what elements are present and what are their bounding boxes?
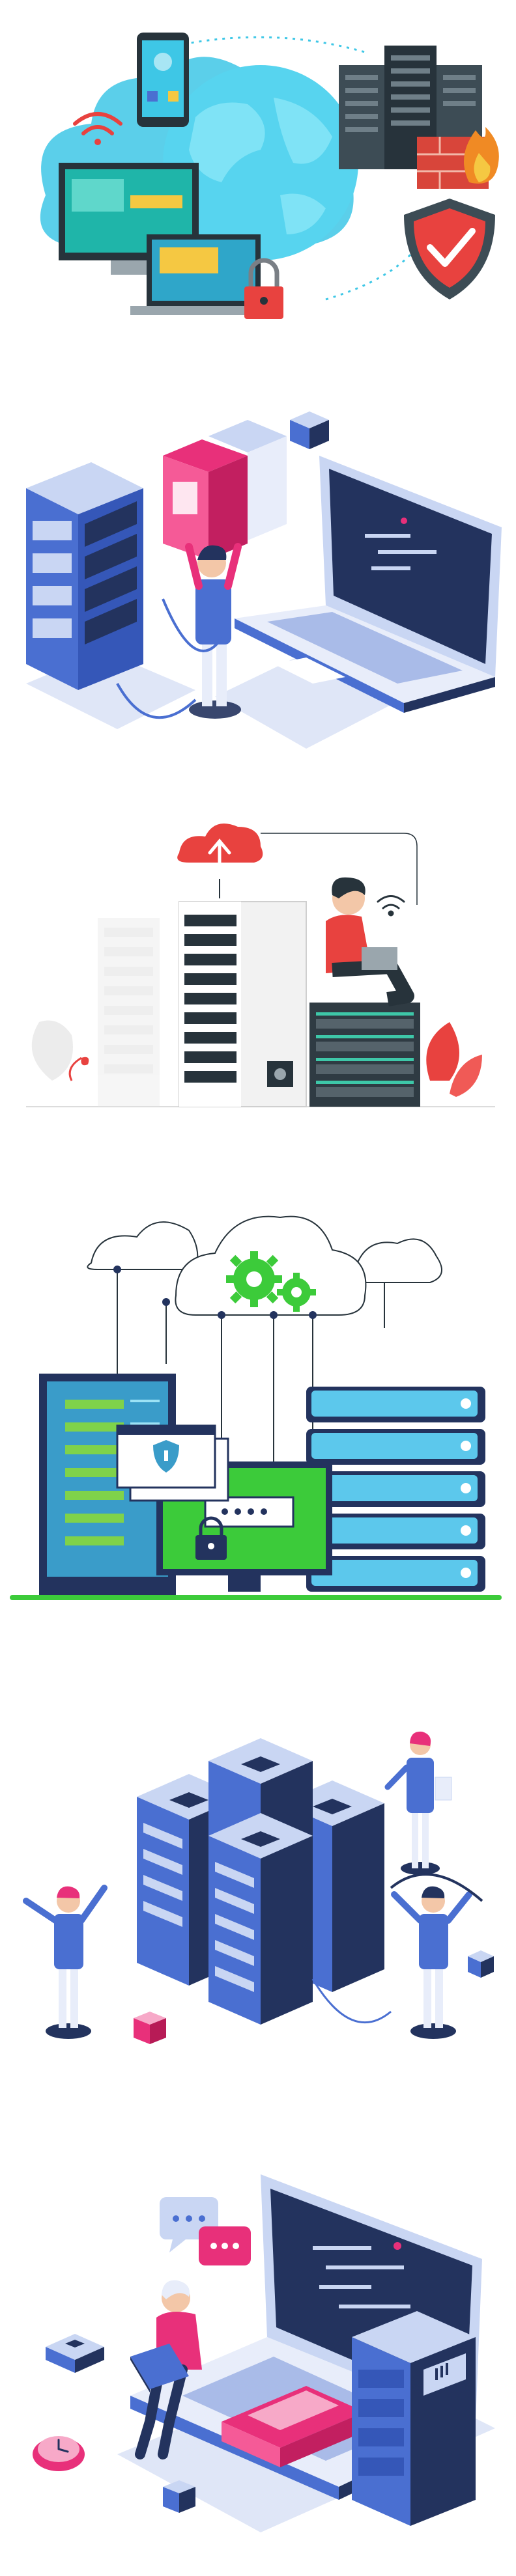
- connection-line: [325, 247, 418, 301]
- person-icon: [384, 1731, 452, 1875]
- person-with-laptop-icon: [326, 877, 414, 1006]
- person-icon: [390, 1873, 483, 2039]
- server-rack-icon: [309, 1003, 420, 1107]
- server-cluster-scene: [23, 1731, 494, 2044]
- padlock-icon: [195, 1516, 227, 1560]
- server-cabinet-icon: [26, 462, 143, 690]
- laptop-icon: [130, 234, 277, 315]
- plant-icon: [31, 1020, 89, 1081]
- firewall-icon: [417, 127, 499, 189]
- data-transfer-scene: [26, 411, 502, 749]
- clock-icon: [33, 2436, 85, 2471]
- cube-icon: [46, 2334, 104, 2373]
- smartphone-icon: [137, 33, 189, 127]
- padlock-icon: [244, 258, 283, 319]
- illustration-network-security: [0, 0, 516, 339]
- illustration-cloud-upload: [0, 807, 516, 1120]
- shield-window-icon: [116, 1424, 229, 1502]
- gear-icon: [226, 1251, 316, 1312]
- book-stack-icon: [222, 2386, 365, 2467]
- book-stack-icon: [163, 420, 287, 560]
- network-security-scene: [40, 33, 499, 319]
- laptop-icon: [235, 456, 502, 713]
- person-with-laptop-icon: [130, 2280, 202, 2459]
- person-icon: [185, 543, 242, 719]
- server-cabinet-icon: [352, 2311, 476, 2526]
- server-stack-icon: [306, 1387, 485, 1592]
- illustration-cloud-computing: [0, 1191, 516, 1621]
- cloud-computing-scene: [10, 1215, 502, 1600]
- cube-icon: [163, 2480, 195, 2513]
- server-rack-icon: [98, 918, 160, 1107]
- server-cluster-icon: [137, 1738, 384, 2025]
- cable: [116, 598, 223, 719]
- monitor-icon: [59, 163, 199, 275]
- plant-icon: [426, 1022, 482, 1097]
- monitor-icon: [156, 1461, 332, 1592]
- server-rack-icon: [179, 901, 307, 1107]
- wifi-icon: [73, 112, 122, 145]
- shield-check-icon: [404, 199, 495, 299]
- cube-icon: [134, 2012, 166, 2044]
- cloud-upload-icon: [177, 824, 263, 898]
- connection-line: [175, 36, 366, 53]
- cube-icon: [290, 411, 329, 449]
- remote-work-scene: [33, 2174, 495, 2532]
- illustration-server-cluster: [0, 1706, 516, 2083]
- cloud-network-icon: [87, 1215, 442, 1316]
- illustration-data-transfer: [0, 404, 516, 768]
- ground-line: [10, 1595, 502, 1600]
- person-icon: [23, 1885, 108, 2039]
- chat-bubble-icon: [160, 2197, 251, 2265]
- cube-icon: [468, 1950, 494, 1978]
- connection-line: [261, 833, 418, 905]
- cable: [311, 1978, 392, 2024]
- illustration-remote-work: [0, 2148, 516, 2552]
- globe-icon: [163, 65, 358, 260]
- wifi-icon: [377, 895, 405, 917]
- cloud-upload-scene: [26, 824, 495, 1107]
